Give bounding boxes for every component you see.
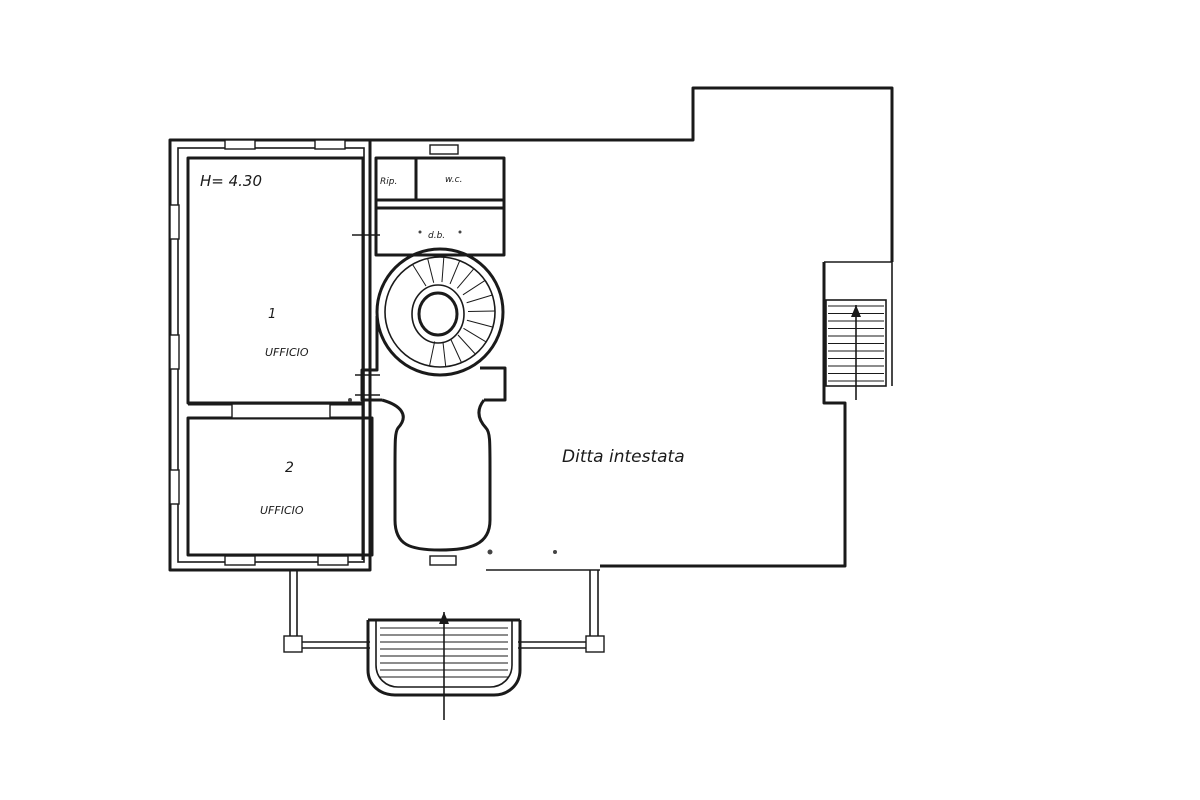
height-label: H= 4.30: [200, 172, 262, 190]
hall: [381, 398, 492, 552]
room-1-label: UFFICIO: [265, 346, 309, 359]
windows: [169, 139, 459, 566]
spiral-step: [463, 327, 487, 343]
spiral-step: [450, 339, 462, 363]
spiral-step: [429, 341, 436, 367]
spiral-step: [427, 258, 435, 283]
room-2-label: UFFICIO: [260, 504, 304, 517]
spiral-step: [462, 280, 486, 296]
storage-label: Rip.: [380, 177, 397, 187]
spiral-step: [441, 257, 445, 283]
spiral-step: [457, 334, 476, 355]
spiral-step: [442, 341, 447, 367]
room-2-number: 2: [285, 460, 294, 476]
spiral-step: [466, 294, 493, 304]
spiral-staircase: [360, 247, 507, 402]
scan-noise: [348, 230, 557, 555]
wc-label: w.c.: [445, 175, 462, 185]
spiral-step: [412, 264, 427, 287]
partition-wall: [188, 374, 380, 420]
owner-area-label: Ditta intestata: [562, 447, 685, 467]
room-1-number: 1: [268, 307, 276, 322]
spiral-step: [456, 268, 475, 289]
spiral-step: [466, 319, 493, 328]
closet-label: d.b.: [428, 231, 445, 241]
right-staircase: [825, 299, 887, 400]
service-block: [352, 156, 506, 257]
outer-boundary: [370, 86, 894, 571]
spiral-step: [449, 260, 461, 285]
loggia: [283, 570, 605, 720]
